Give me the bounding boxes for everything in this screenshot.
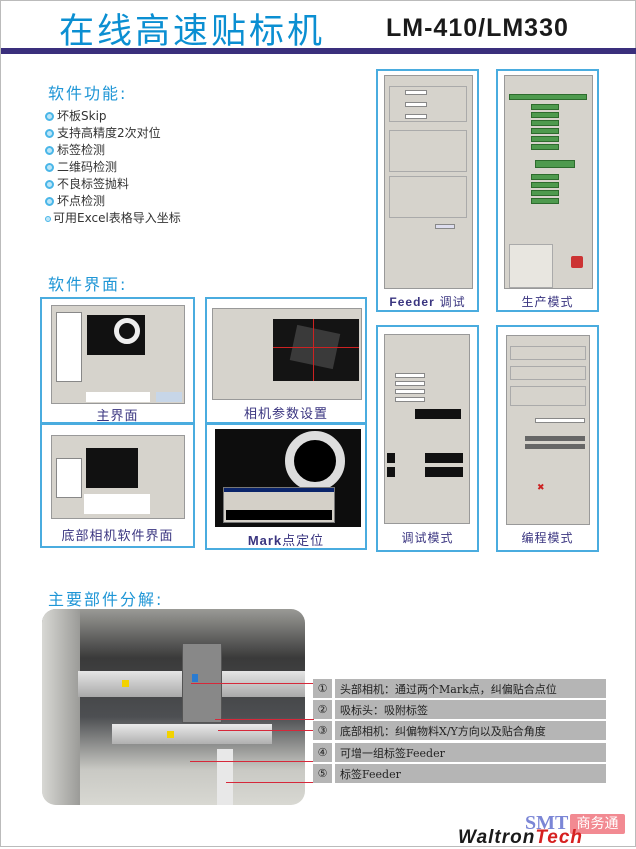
- feeder-debug-panel: Feeder 调试: [376, 69, 479, 312]
- list-item: 不良标签抛料: [45, 176, 181, 193]
- programming-mode-panel: ✖ 编程模式: [496, 325, 599, 552]
- feature-text: 标签检测: [57, 143, 106, 157]
- caption-mark: Mark: [247, 533, 283, 548]
- part-number: ②: [313, 700, 335, 719]
- part-text: 头部相机：通过两个Mark点，纠偏贴合点位: [340, 682, 557, 696]
- feature-text: 支持高精度2次对位: [57, 126, 161, 140]
- list-item: 二维码检测: [45, 159, 181, 176]
- list-item: 支持高精度2次对位: [45, 125, 181, 142]
- panel-caption: Mark点定位: [207, 530, 365, 549]
- features-heading: 软件功能:: [48, 84, 128, 103]
- smt-logo: SMT: [525, 812, 569, 834]
- camera-params-panel: 相机参数设置: [205, 297, 367, 424]
- feature-text: 坏点检测: [57, 194, 106, 208]
- part-text: 底部相机：纠偏物料X/Y方向以及贴合角度: [340, 724, 546, 738]
- panel-caption: 主界面: [96, 409, 139, 424]
- bullet-icon: [45, 215, 51, 222]
- panel-caption: 编程模式: [521, 531, 574, 545]
- machine-photo: [42, 609, 305, 805]
- part-number: ①: [313, 679, 335, 698]
- list-item: 可用Excel表格导入坐标: [45, 210, 181, 227]
- page-title: 在线高速贴标机: [59, 12, 326, 52]
- list-item: 标签检测: [45, 142, 181, 159]
- part-row: ① 头部相机：通过两个Mark点，纠偏贴合点位: [313, 679, 606, 698]
- panel-caption: 相机参数设置: [243, 407, 328, 422]
- production-mode-screenshot: [504, 75, 593, 289]
- panel-caption: 生产模式: [521, 295, 574, 309]
- debug-mode-panel: 调试模式: [376, 325, 479, 552]
- mark-screenshot: [215, 429, 361, 527]
- bullet-icon: [45, 146, 54, 155]
- part-row: ④ 可增一组标签Feeder: [313, 743, 606, 762]
- part-row: ② 吸标头：吸附标签: [313, 700, 606, 719]
- panel-caption: Feeder 调试: [378, 293, 477, 310]
- part-number: ③: [313, 721, 335, 740]
- bullet-icon: [45, 129, 54, 138]
- part-row: ③ 底部相机：纠偏物料X/Y方向以及贴合角度: [313, 721, 606, 740]
- part-number: ④: [313, 743, 335, 762]
- feature-text: 二维码检测: [57, 160, 118, 174]
- header-divider: [1, 48, 636, 54]
- bottom-camera-screenshot: [51, 435, 185, 519]
- bullet-icon: [45, 163, 54, 172]
- bullet-icon: [45, 112, 54, 121]
- feature-text: 不良标签抛料: [57, 177, 130, 191]
- part-text: 标签Feeder: [340, 767, 401, 781]
- brand-part: Waltron: [458, 827, 536, 848]
- parts-heading: 主要部件分解:: [48, 590, 164, 609]
- caption-text: 点定位: [282, 534, 325, 549]
- software-heading: 软件界面:: [48, 275, 128, 294]
- debug-mode-screenshot: [384, 334, 470, 524]
- list-item: 坏板Skip: [45, 108, 181, 125]
- bullet-icon: [45, 197, 54, 206]
- part-text: 吸标头：吸附标签: [340, 703, 428, 717]
- brand-part: Tech: [535, 827, 584, 848]
- model-number: LM-410/LM330: [386, 14, 569, 42]
- caption-text: 调试: [434, 295, 466, 309]
- list-item: 坏点检测: [45, 193, 181, 210]
- panel-caption: 调试模式: [401, 531, 454, 545]
- bullet-icon: [45, 180, 54, 189]
- main-interface-screenshot: [51, 305, 185, 404]
- caption-feeder: Feeder: [389, 295, 435, 309]
- programming-mode-screenshot: ✖: [506, 335, 590, 525]
- part-row: ⑤ 标签Feeder: [313, 764, 606, 783]
- panel-caption: 底部相机软件界面: [61, 529, 174, 544]
- mark-positioning-panel: Mark点定位: [205, 423, 367, 550]
- brand-logo: WaltronTech: [458, 827, 583, 849]
- production-mode-panel: 生产模式: [496, 69, 599, 312]
- main-interface-panel: 主界面: [40, 297, 195, 424]
- bottom-camera-panel: 底部相机软件界面: [40, 423, 195, 548]
- feature-list: 坏板Skip 支持高精度2次对位 标签检测 二维码检测 不良标签抛料 坏点检测 …: [45, 108, 181, 227]
- feeder-debug-screenshot: [384, 75, 473, 289]
- feature-text: 可用Excel表格导入坐标: [53, 211, 181, 225]
- site-logo: 商务通: [570, 814, 625, 834]
- feature-text: 坏板Skip: [57, 109, 107, 123]
- part-text: 可增一组标签Feeder: [340, 746, 445, 760]
- part-number: ⑤: [313, 764, 335, 783]
- camera-params-screenshot: [212, 308, 362, 400]
